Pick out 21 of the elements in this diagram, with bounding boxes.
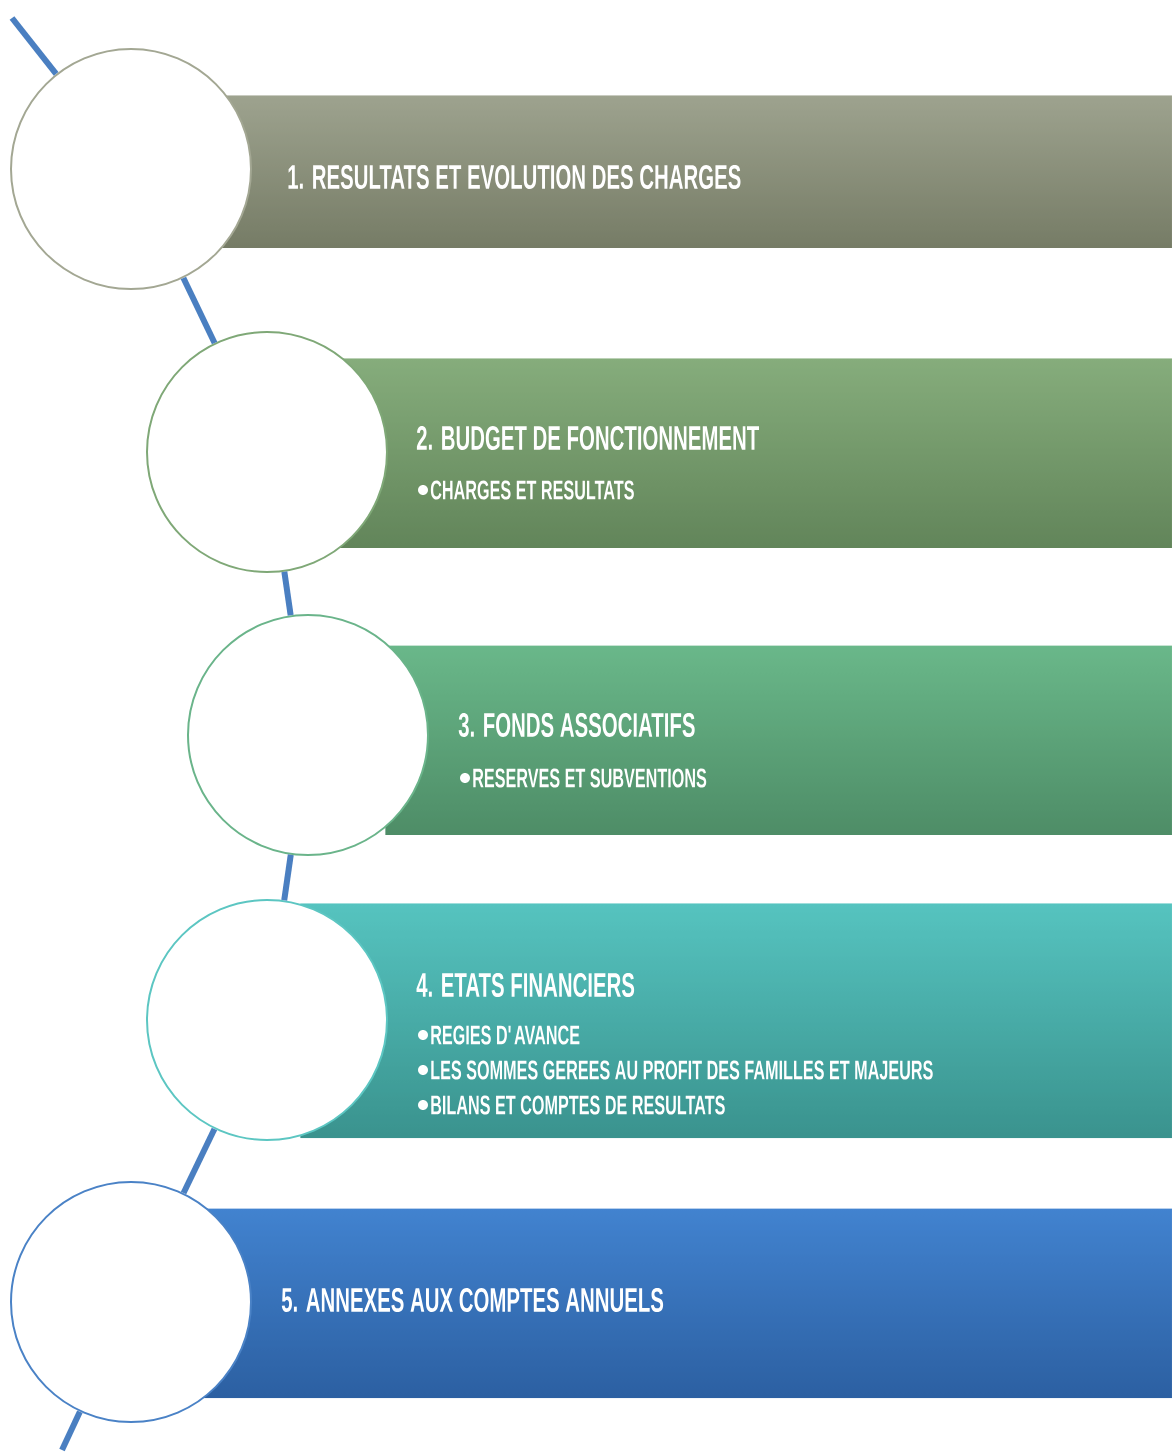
circle [187,614,429,856]
connector-line [281,854,294,901]
connector-line [9,16,59,76]
bullet-item: BILANS ET COMPTES DE RESULTATS [431,1095,725,1115]
heading: 4. ETATS FINANCIERS [416,972,635,998]
connector-line [59,1410,83,1452]
bullet-item: LES SOMMES GEREES AU PROFIT DES FAMILLES ET MAJEURS [431,1060,933,1080]
circle [146,331,388,573]
connector-line [180,1127,218,1195]
connector-line [180,276,218,345]
circle [10,1181,252,1423]
circle [146,899,388,1141]
bullet-item: RESERVES ET SUBVENTIONS [473,768,707,788]
bullet-item: REGIES D'AVANCE [431,1025,580,1045]
connector-line [281,571,294,616]
heading: 2. BUDGET DE FONCTIONNEMENT [416,425,759,451]
circle [10,48,252,290]
heading: 3. FONDS ASSOCIATIFS [458,712,695,738]
heading: 1. RESULTATS ET EVOLUTION DES CHARGES [288,164,741,190]
heading: 5. ANNEXES AUX COMPTES ANNUELS [281,1287,664,1313]
bullet-item: CHARGES ET RESULTATS [430,480,634,500]
